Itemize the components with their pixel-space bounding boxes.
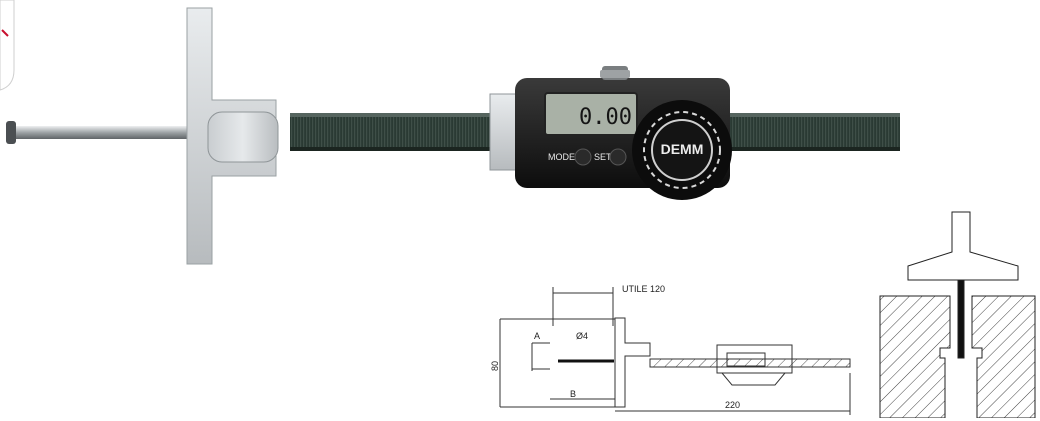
mode-button[interactable]: [574, 148, 592, 166]
usage-cross-section: [879, 211, 1036, 418]
lcd-screen: [544, 92, 638, 136]
brand-logo: DEMM: [661, 141, 704, 157]
diameter-label: Ø4: [576, 331, 588, 341]
lcd-reading: 0.00: [579, 105, 632, 130]
dimension-drawing: UTILE 120 Ø4 A B 80 220: [490, 284, 851, 415]
utile-label: UTILE 120: [622, 284, 665, 294]
dimension-a-label: A: [534, 331, 540, 341]
corner-badge: [0, 0, 15, 91]
set-button[interactable]: [609, 148, 627, 166]
gear-wheel: DEMM: [632, 100, 732, 200]
length-label: 220: [725, 400, 740, 410]
dimension-b-label: B: [570, 389, 576, 399]
mode-label: MODE: [548, 152, 575, 162]
depth-gauge-photo: 0.00 MODE SET DEMM: [6, 7, 900, 265]
height-label: 80: [490, 361, 500, 371]
set-label: SET: [594, 152, 612, 162]
probe-rod: [12, 126, 197, 139]
probe-tip: [6, 121, 16, 144]
